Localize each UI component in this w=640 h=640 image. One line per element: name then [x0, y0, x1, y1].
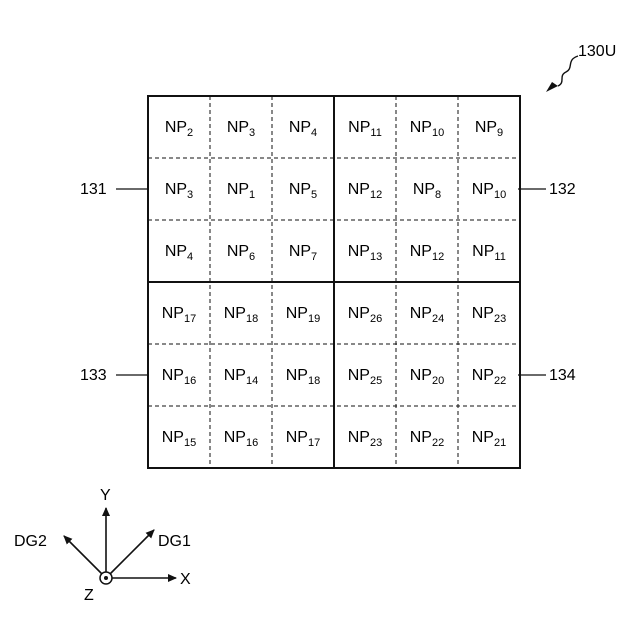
ref-134: 134 — [549, 367, 576, 384]
ref-132: 132 — [549, 181, 576, 198]
grid-cell-label: NP6 — [227, 243, 255, 263]
grid-cell-label: NP16 — [162, 367, 196, 387]
grid-cell-label: NP3 — [227, 119, 255, 139]
figure-ref-arrow — [546, 82, 558, 92]
dg2-axis-label: DG2 — [14, 533, 47, 550]
grid-cell-label: NP8 — [413, 181, 441, 201]
grid-cell-label: NP25 — [348, 367, 382, 387]
grid-cell-label: NP15 — [162, 429, 196, 449]
dg1-axis-label: DG1 — [158, 533, 191, 550]
grid-cell-label: NP4 — [165, 243, 193, 263]
grid-cell-label: NP2 — [165, 119, 193, 139]
grid-cell-label: NP18 — [286, 367, 320, 387]
grid-cell-label: NP13 — [348, 243, 382, 263]
dg1-axis-arrow — [110, 530, 154, 574]
grid-cell-label: NP7 — [289, 243, 317, 263]
y-axis-label: Y — [100, 487, 111, 504]
z-axis-symbol-dot — [104, 576, 108, 580]
grid-cell-label: NP1 — [227, 181, 255, 201]
grid-cell-label: NP12 — [348, 181, 382, 201]
grid-cell-label: NP14 — [224, 367, 258, 387]
pixel-grid: NP2NP3NP4NP11NP10NP9NP3NP1NP5NP12NP8NP10… — [148, 96, 520, 468]
grid-cell-label: NP10 — [410, 119, 444, 139]
grid-cell-label: NP11 — [472, 243, 506, 263]
grid-cell-label: NP17 — [162, 305, 196, 325]
grid-cell-label: NP17 — [286, 429, 320, 449]
grid-cell-label: NP23 — [348, 429, 382, 449]
grid-cell-label: NP20 — [410, 367, 444, 387]
grid-cell-label: NP10 — [472, 181, 506, 201]
grid-cell-label: NP23 — [472, 305, 506, 325]
grid-cell-label: NP11 — [348, 119, 382, 139]
grid-cell-label: NP26 — [348, 305, 382, 325]
grid-cell-label: NP12 — [410, 243, 444, 263]
grid-cell-label: NP22 — [410, 429, 444, 449]
ref-131: 131 — [80, 181, 107, 198]
grid-cell-label: NP3 — [165, 181, 193, 201]
grid-cell-label: NP18 — [224, 305, 258, 325]
grid-cell-label: NP16 — [224, 429, 258, 449]
x-axis-label: X — [180, 571, 191, 588]
grid-cell-label: NP9 — [475, 119, 503, 139]
figure-ref-label: 130U — [578, 43, 616, 60]
grid-cell-label: NP4 — [289, 119, 317, 139]
z-axis-label: Z — [84, 587, 94, 604]
grid-cell-label: NP5 — [289, 181, 317, 201]
grid-cell-label: NP19 — [286, 305, 320, 325]
grid-cell-label: NP21 — [472, 429, 506, 449]
dg2-axis-arrow — [64, 536, 102, 574]
figure-ref-leader — [558, 56, 578, 86]
ref-133: 133 — [80, 367, 107, 384]
grid-cell-label: NP22 — [472, 367, 506, 387]
grid-cell-label: NP24 — [410, 305, 444, 325]
